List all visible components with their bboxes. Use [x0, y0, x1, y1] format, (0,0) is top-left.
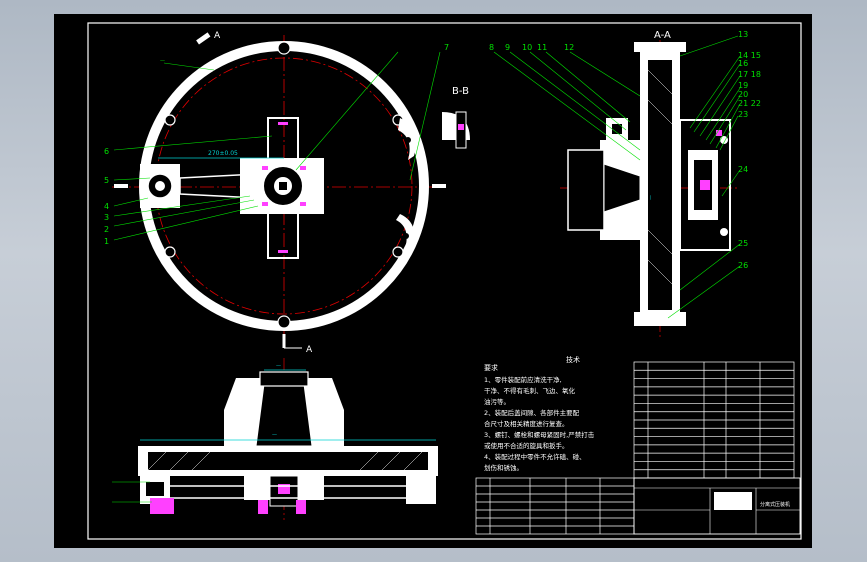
svg-text:—: — [160, 58, 165, 64]
title-block-text: 分离式压装机 [760, 501, 790, 508]
technical-notes: 技术 要求 1、零件装配前应清洗干净, 干净、不得有毛刺、飞边、氧化 油污等。 … [484, 355, 595, 472]
callout-24: 24 [738, 165, 748, 174]
cut-mark-bottom: A [306, 345, 313, 355]
callout-7: 7 [444, 43, 449, 52]
drawing-frame [87, 22, 802, 540]
notes-title: 技术 [566, 355, 580, 364]
svg-text:—: — [276, 363, 281, 369]
callout-1: 1 [104, 237, 109, 246]
svg-text:—: — [272, 432, 277, 438]
callout-19: 19 [738, 81, 748, 90]
notes-heading: 要求 [484, 363, 498, 372]
svg-text:270±0.05: 270±0.05 [208, 150, 238, 157]
callout-25: 25 [738, 239, 748, 248]
parts-list-table [633, 361, 795, 479]
callout-2: 2 [104, 225, 109, 234]
callout-12: 12 [564, 43, 574, 52]
callout-16: 16 [738, 59, 748, 68]
callout-9: 9 [505, 43, 510, 52]
note-line-1: 1、零件装配前应清洗干净, [484, 375, 562, 384]
callout-21-22: 21 22 [738, 99, 761, 108]
section-callouts: 8 9 10 11 12 13 14 15 16 17 18 19 20 21 … [489, 30, 761, 270]
callout-11: 11 [537, 43, 547, 52]
note-line-6: 3、螺钉、螺栓和螺母紧固时,严禁打击 [484, 430, 595, 439]
section-aa-label: A-A [654, 30, 671, 41]
callout-23: 23 [738, 110, 748, 119]
callout-5: 5 [104, 176, 109, 185]
callout-17-18: 17 18 [738, 70, 761, 79]
callout-14-15: 14 15 [738, 51, 761, 60]
callout-6: 6 [104, 147, 109, 156]
callout-10: 10 [522, 43, 532, 52]
plan-callouts: 6 5 4 3 2 1 7 [104, 43, 449, 246]
bom-table [475, 477, 635, 535]
note-line-5: 合尺寸及相关精度进行复查。 [484, 419, 569, 428]
cut-mark-top: A [214, 31, 221, 41]
note-line-3: 油污等。 [484, 397, 510, 406]
note-line-9: 划伤和锈蚀。 [484, 463, 523, 472]
svg-text:—: — [648, 195, 654, 200]
callout-13: 13 [738, 30, 748, 39]
section-bb-label: B-B [452, 86, 469, 97]
callout-4: 4 [104, 202, 109, 211]
front-section-view: — — [112, 358, 438, 520]
note-line-4: 2、装配后盖间隙、各部件主要配 [484, 408, 580, 417]
callout-20: 20 [738, 90, 748, 99]
callout-3: 3 [104, 213, 109, 222]
section-aa-view: A-A — [493, 30, 741, 340]
note-line-2: 干净、不得有毛刺、飞边、氧化 [484, 386, 576, 395]
note-line-8: 4、装配过程中零件不允许磕、碰、 [484, 452, 586, 461]
plan-view: 270±0.05 A A — B-B [112, 31, 470, 355]
title-block: 分离式压装机 [633, 477, 801, 535]
note-line-7: 或使用不合适的旋具和扳手。 [484, 441, 569, 450]
callout-26: 26 [738, 261, 748, 270]
callout-8: 8 [489, 43, 494, 52]
